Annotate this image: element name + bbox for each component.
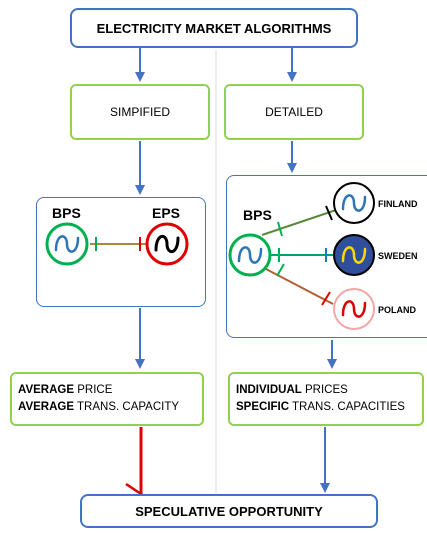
left-bps-wave-icon <box>54 235 80 253</box>
right-result-line1: INDIVIDUAL PRICES <box>236 384 348 396</box>
sweden-wave-icon <box>341 246 367 264</box>
finland-wave-icon <box>341 194 367 212</box>
link-bps-poland <box>263 267 334 305</box>
bottom-title-box: SPECULATIVE OPPORTUNITY <box>80 494 378 528</box>
right-bps-wave-icon <box>237 246 263 264</box>
top-title-box: ELECTRICITY MARKET ALGORITHMS <box>70 8 358 48</box>
poland-wave-icon <box>341 300 367 318</box>
left-eps-label: EPS <box>152 205 180 221</box>
left-network: BPS EPS <box>45 205 189 266</box>
link-bps-finland <box>261 207 343 236</box>
detailed-box: DETAILED <box>224 84 364 140</box>
right-result-box: INDIVIDUAL PRICES SPECIFIC TRANS. CAPACI… <box>228 372 424 426</box>
link-bps-green-bar <box>277 221 283 237</box>
sweden-label: SWEDEN <box>378 251 418 261</box>
right-network: BPS FINLAND SWEDEN POLAND <box>228 182 418 330</box>
link-bps-finland-bar <box>325 205 333 221</box>
right-result-line2: SPECIFIC TRANS. CAPACITIES <box>236 401 405 413</box>
simplified-label: SIMPIFIED <box>109 105 170 119</box>
left-result-line2: AVERAGE TRANS. CAPACITY <box>18 401 180 413</box>
detailed-label: DETAILED <box>265 105 323 119</box>
bottom-title: SPECULATIVE OPPORTUNITY <box>135 503 323 519</box>
finland-label: FINLAND <box>378 199 418 209</box>
left-result-line1: AVERAGE PRICE <box>18 384 113 396</box>
top-title: ELECTRICITY MARKET ALGORITHMS <box>96 20 332 36</box>
link-bps-green-bar-3 <box>276 263 285 277</box>
left-bps-label: BPS <box>52 205 81 221</box>
poland-label: POLAND <box>378 305 417 315</box>
right-bps-label: BPS <box>243 207 272 223</box>
left-result-box: AVERAGE PRICE AVERAGE TRANS. CAPACITY <box>10 372 204 426</box>
left-eps-wave-icon <box>154 235 180 253</box>
simplified-box: SIMPIFIED <box>70 84 210 140</box>
link-bps-poland-bar <box>321 291 331 306</box>
